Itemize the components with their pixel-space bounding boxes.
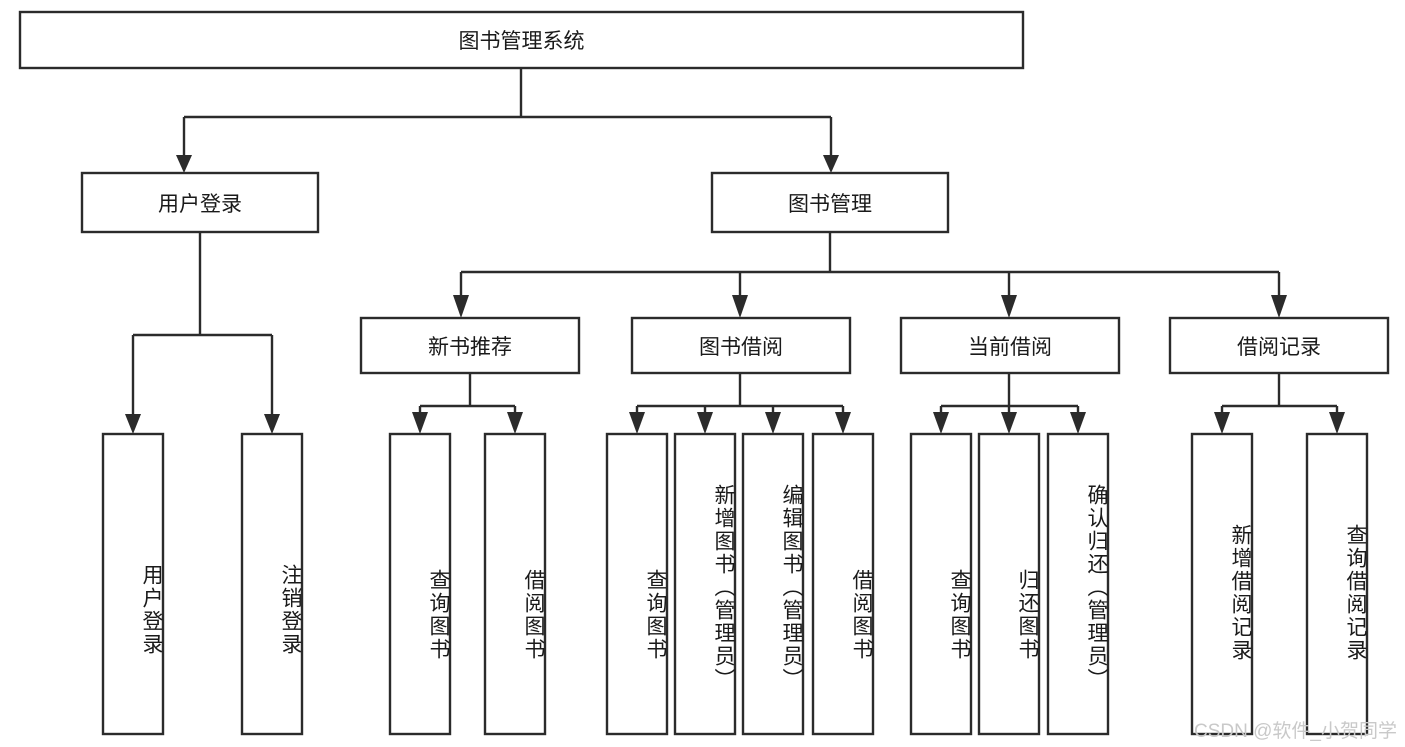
arrow-head-newbook-leaf-2 [507,412,523,434]
leaf-box-borrow-record-1[interactable] [1190,432,1254,736]
node-new-book-box[interactable] [359,316,581,375]
arrow-head-newbook-leaf-1 [412,412,428,434]
arrow-head-to-bookmgmt [823,155,839,173]
leaf-box-current-borrow-2[interactable] [977,432,1041,736]
leaf-box-borrow-record-2[interactable] [1305,432,1369,736]
leaf-box-book-borrow-2[interactable] [673,432,737,736]
node-root-box[interactable] [18,10,1025,70]
leaf-box-user-login-1[interactable] [101,432,165,736]
arrow-head-level3-2 [732,295,748,318]
arrow-head-bookborrow-leaf-1 [629,412,645,434]
arrow-head-borrowrecord-leaf-2 [1329,412,1345,434]
node-borrow-record-box[interactable] [1168,316,1390,375]
arrow-head-borrowrecord-leaf-1 [1214,412,1230,434]
node-user-login-box[interactable] [80,171,320,234]
leaf-box-book-borrow-1[interactable] [605,432,669,736]
node-book-mgmt-box[interactable] [710,171,950,234]
arrow-head-bookborrow-leaf-4 [835,412,851,434]
node-book-borrow-box[interactable] [630,316,852,375]
leaf-box-user-login-2[interactable] [240,432,304,736]
arrow-head-currentborrow-leaf-2 [1001,412,1017,434]
arrow-head-currentborrow-leaf-1 [933,412,949,434]
leaf-box-current-borrow-3[interactable] [1046,432,1110,736]
arrow-head-bookborrow-leaf-2 [697,412,713,434]
arrow-head-level3-1 [453,295,469,318]
arrow-head-to-userlogin [176,155,192,173]
node-current-borrow-box[interactable] [899,316,1121,375]
leaf-box-book-borrow-3[interactable] [741,432,805,736]
leaf-box-new-book-2[interactable] [483,432,547,736]
arrow-head-bookborrow-leaf-3 [765,412,781,434]
arrow-head-userlogin-leaf-2 [264,414,280,434]
arrow-head-userlogin-leaf-1 [125,414,141,434]
leaf-box-current-borrow-1[interactable] [909,432,973,736]
arrow-head-currentborrow-leaf-3 [1070,412,1086,434]
arrow-head-level3-3 [1001,295,1017,318]
leaf-box-book-borrow-4[interactable] [811,432,875,736]
leaf-box-new-book-1[interactable] [388,432,452,736]
arrow-head-level3-4 [1271,295,1287,318]
